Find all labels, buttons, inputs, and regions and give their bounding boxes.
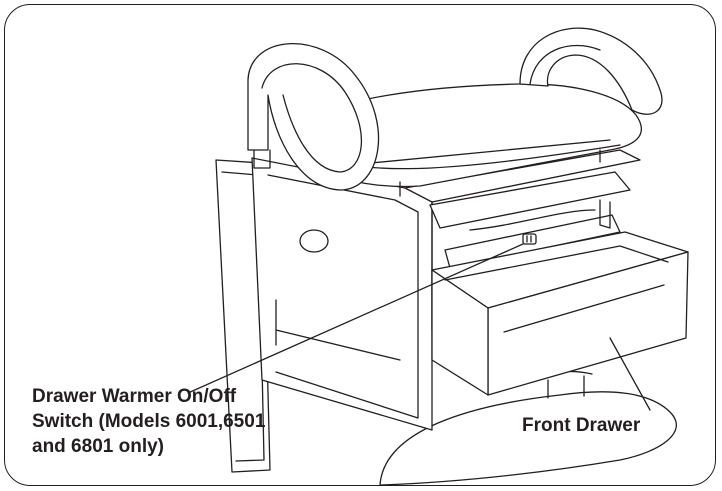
brand-badge: [299, 229, 329, 253]
right-handle: [519, 27, 663, 115]
front-drawer-callout: Front Drawer: [522, 415, 641, 436]
leader-line-drawer: [609, 337, 651, 411]
warmer-callout-line-1: Drawer Warmer On/Off: [32, 386, 237, 407]
warmer-callout-line-2: Switch (Models 6001,6501: [32, 411, 266, 432]
warmer-switch-callout: Drawer Warmer On/Off Switch (Models 6001…: [32, 384, 265, 459]
leader-line-warmer: [187, 243, 524, 394]
warmer-callout-line-3: and 6801 only): [32, 436, 164, 457]
warmer-switch: [522, 233, 537, 245]
front-drawer-shape: [431, 231, 689, 396]
left-handle: [247, 43, 380, 191]
